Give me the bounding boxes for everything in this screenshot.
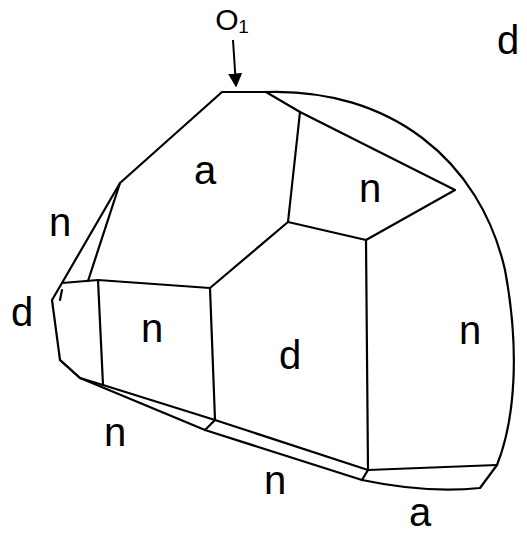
face-edge: [98, 280, 103, 385]
face-edge: [210, 92, 300, 288]
face-label: d: [279, 335, 301, 375]
face-edge: [62, 280, 210, 288]
face-edge: [60, 360, 80, 378]
face-label: n: [49, 202, 71, 242]
face-edge: [205, 420, 368, 480]
face-label: d: [11, 292, 33, 332]
face-label: a: [194, 150, 216, 190]
face-label: n: [264, 460, 286, 500]
face-edge: [366, 240, 368, 470]
leader-arrow: [233, 40, 236, 86]
face-label: n: [459, 310, 481, 350]
face-label: d: [497, 20, 519, 60]
face-label: a: [409, 492, 431, 532]
face-label: n: [104, 412, 126, 452]
face-edge: [60, 290, 62, 300]
face-edge: [210, 288, 215, 420]
face-label: n: [359, 168, 381, 208]
face-edge: [288, 112, 455, 240]
face-edge: [88, 183, 120, 281]
face-label: O₁: [215, 5, 248, 35]
face-label: n: [141, 308, 163, 348]
crystal-outline: [52, 92, 514, 490]
face-edge: [80, 378, 497, 470]
